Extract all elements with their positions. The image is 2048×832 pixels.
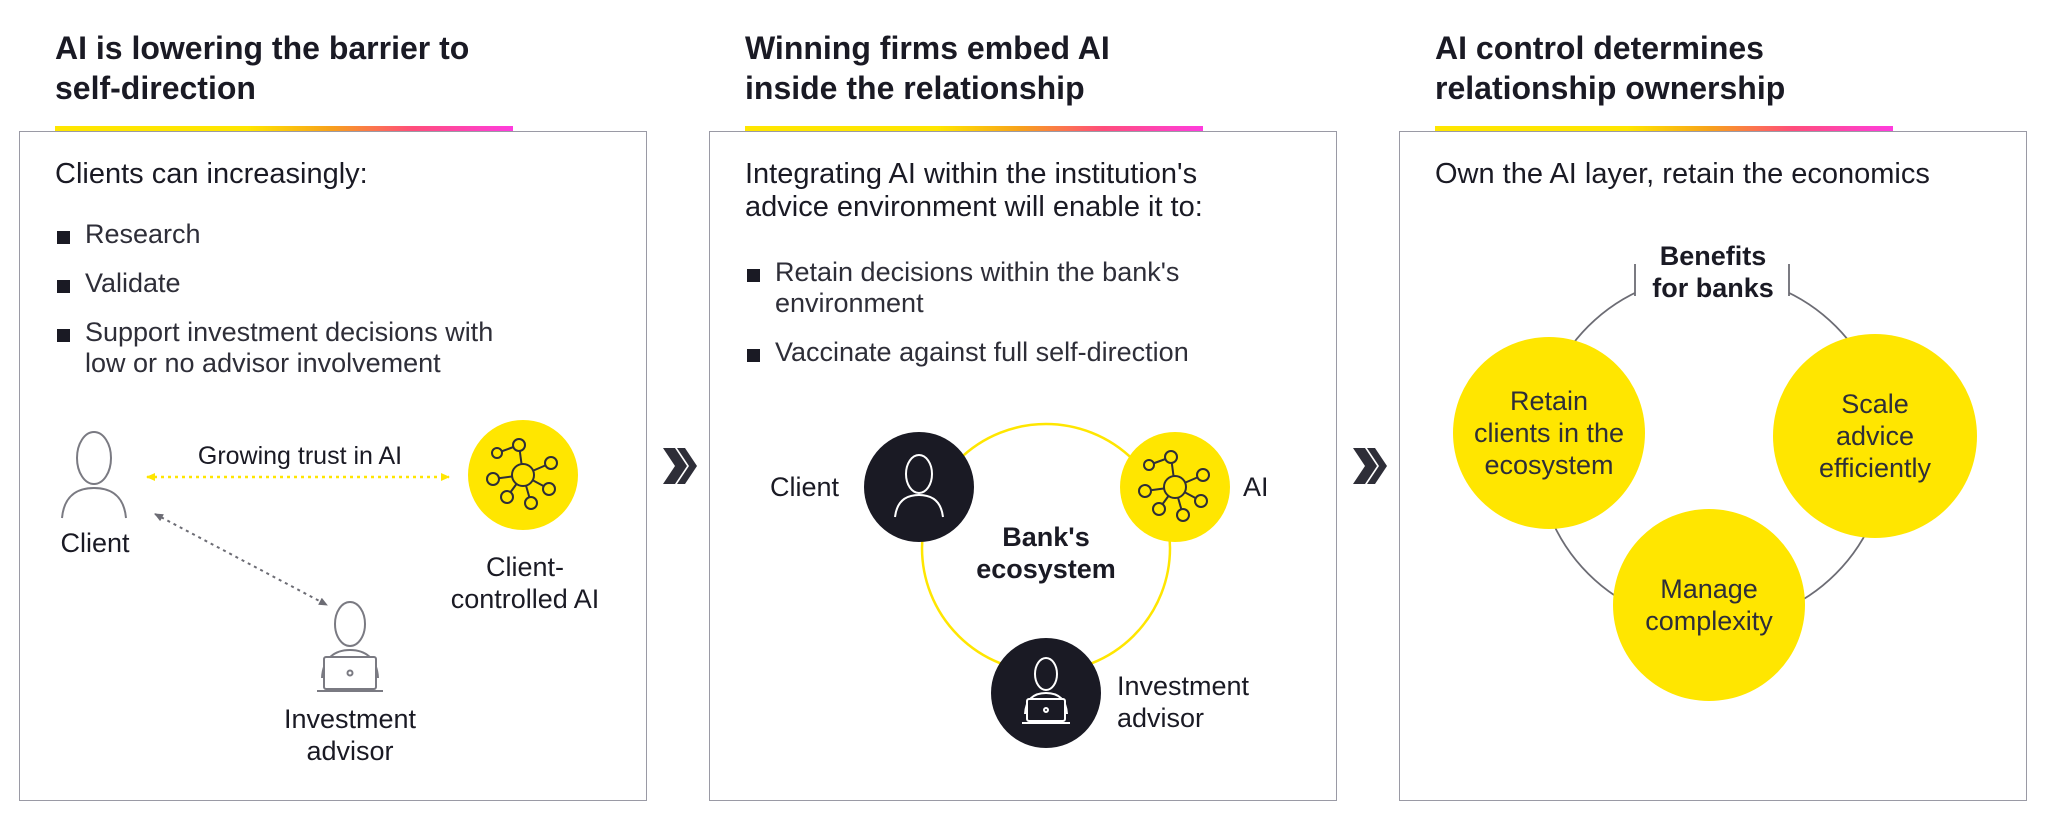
client-label: Client (770, 472, 840, 502)
client-controlled-ai-label: Client- controlled AI (450, 552, 600, 614)
bullet-square-icon (57, 329, 70, 342)
chevron-double-right-icon (1353, 448, 1387, 484)
investment-advisor-label: Investment advisor (1117, 671, 1250, 733)
investment-advisor-label: Investment advisor (283, 704, 417, 766)
bank-ecosystem-label: Bank's ecosystem (976, 522, 1116, 584)
chevron-double-right-icon (663, 448, 697, 484)
column-2-bullet-list: Retain decisions within the bank's envir… (745, 257, 1305, 368)
bullet-text: Vaccinate against full self-direction (775, 337, 1189, 367)
benefit-circle-retain (1453, 337, 1645, 529)
column-3-title: AI control determines relationship owner… (1435, 30, 1786, 106)
person-icon (894, 454, 944, 518)
advisor-laptop-icon (1022, 657, 1070, 724)
separator-2 (1349, 442, 1389, 490)
list-item: Support investment decisions with low or… (55, 317, 615, 379)
column-3-diagram (1453, 254, 1977, 701)
bullet-text: Research (85, 219, 201, 249)
bullet-text: Validate (85, 268, 181, 298)
bullet-text: Support investment decisions with low or… (85, 317, 494, 378)
column-2-heading: Integrating AI within the institution's … (745, 158, 1203, 223)
column-1-heading: Clients can increasingly: (55, 158, 368, 190)
bullet-square-icon (57, 231, 70, 244)
separator-1 (659, 442, 699, 490)
benefit-scale-label: Scale advice efficiently (1818, 389, 1932, 483)
list-item: Research (55, 219, 615, 250)
column-2-title: Winning firms embed AI inside the relati… (745, 30, 1110, 106)
ai-label: AI (1243, 472, 1269, 502)
column-1-title: AI is lowering the barrier to self-direc… (55, 30, 470, 106)
bullet-square-icon (747, 269, 760, 282)
advisor-laptop-icon (317, 601, 383, 692)
client-circle (864, 432, 974, 542)
bullet-square-icon (57, 280, 70, 293)
column-1-bullet-list: Research Validate Support investment dec… (55, 219, 615, 379)
bullet-text: Retain decisions within the bank's envir… (775, 257, 1180, 318)
column-2-diagram (864, 422, 1230, 748)
trust-label: Growing trust in AI (197, 442, 403, 470)
benefits-for-banks-label: Benefits for banks (1652, 241, 1774, 303)
benefit-circle-scale (1773, 334, 1977, 538)
column-3-heading: Own the AI layer, retain the economics (1435, 158, 1930, 190)
column-3-gradient-bar (1435, 126, 1893, 133)
column-1-diagram (61, 420, 578, 692)
column-2-gradient-bar (745, 126, 1203, 133)
list-item: Vaccinate against full self-direction (745, 337, 1305, 368)
client-label: Client (60, 528, 130, 558)
benefit-manage-label: Manage complexity (1645, 574, 1773, 636)
network-icon (486, 438, 558, 510)
network-icon (1138, 450, 1210, 522)
column-1-gradient-bar (55, 126, 513, 133)
client-advisor-arrow (154, 513, 328, 606)
benefit-circle-manage (1613, 509, 1805, 701)
benefit-retain-label: Retain clients in the ecosystem (1473, 386, 1625, 480)
list-item: Validate (55, 268, 615, 299)
bullet-square-icon (747, 349, 760, 362)
person-icon (61, 431, 127, 519)
list-item: Retain decisions within the bank's envir… (745, 257, 1305, 319)
